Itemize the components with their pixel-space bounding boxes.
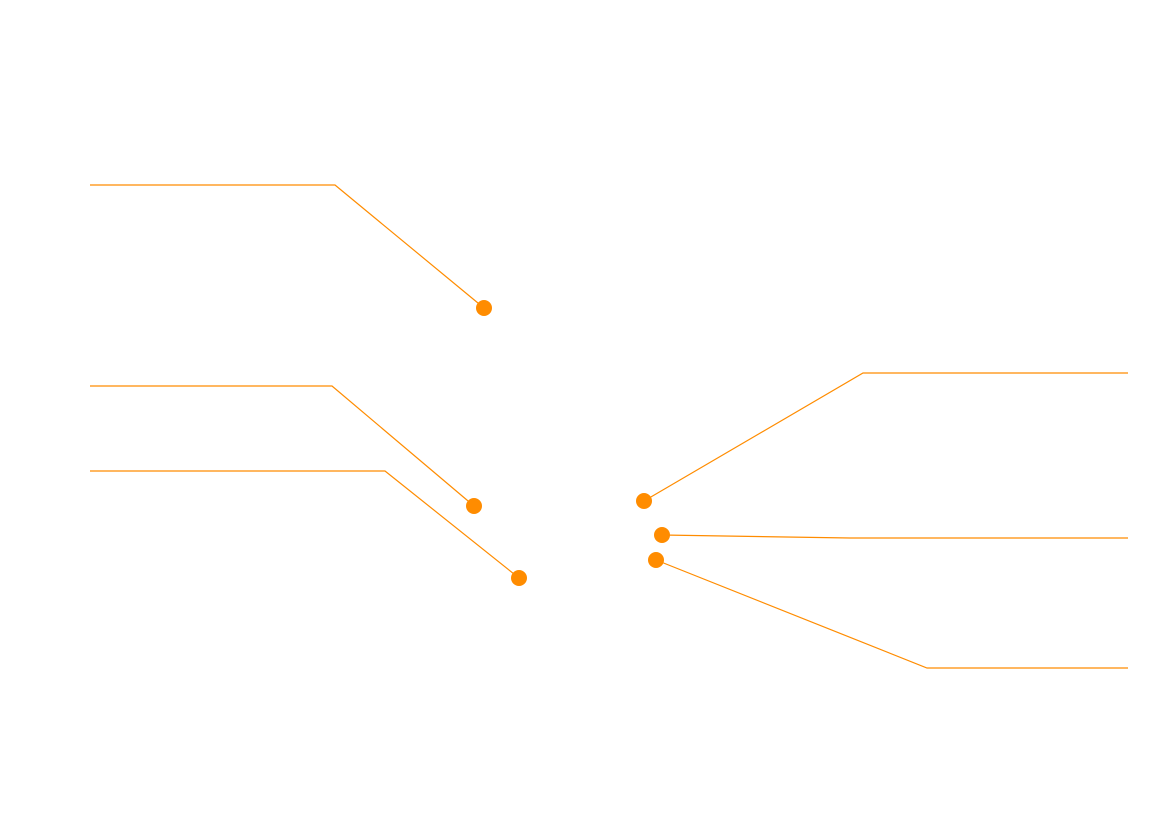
callout-group	[90, 184, 1128, 669]
callout-dot-left-2	[466, 498, 482, 514]
callout-dot-left-1	[476, 300, 492, 316]
leader-line-right-2	[661, 534, 1128, 539]
callout-dot-left-3	[511, 570, 527, 586]
callout-dot-right-3	[648, 552, 664, 568]
callout-dot-right-1	[636, 493, 652, 509]
leader-line-left-1	[90, 184, 485, 309]
leader-line-right-3	[655, 559, 1128, 669]
leader-line-left-3	[90, 470, 520, 579]
leader-line-left-2	[90, 385, 475, 507]
leader-line-right-1	[643, 372, 1128, 502]
callout-dot-right-2	[654, 527, 670, 543]
